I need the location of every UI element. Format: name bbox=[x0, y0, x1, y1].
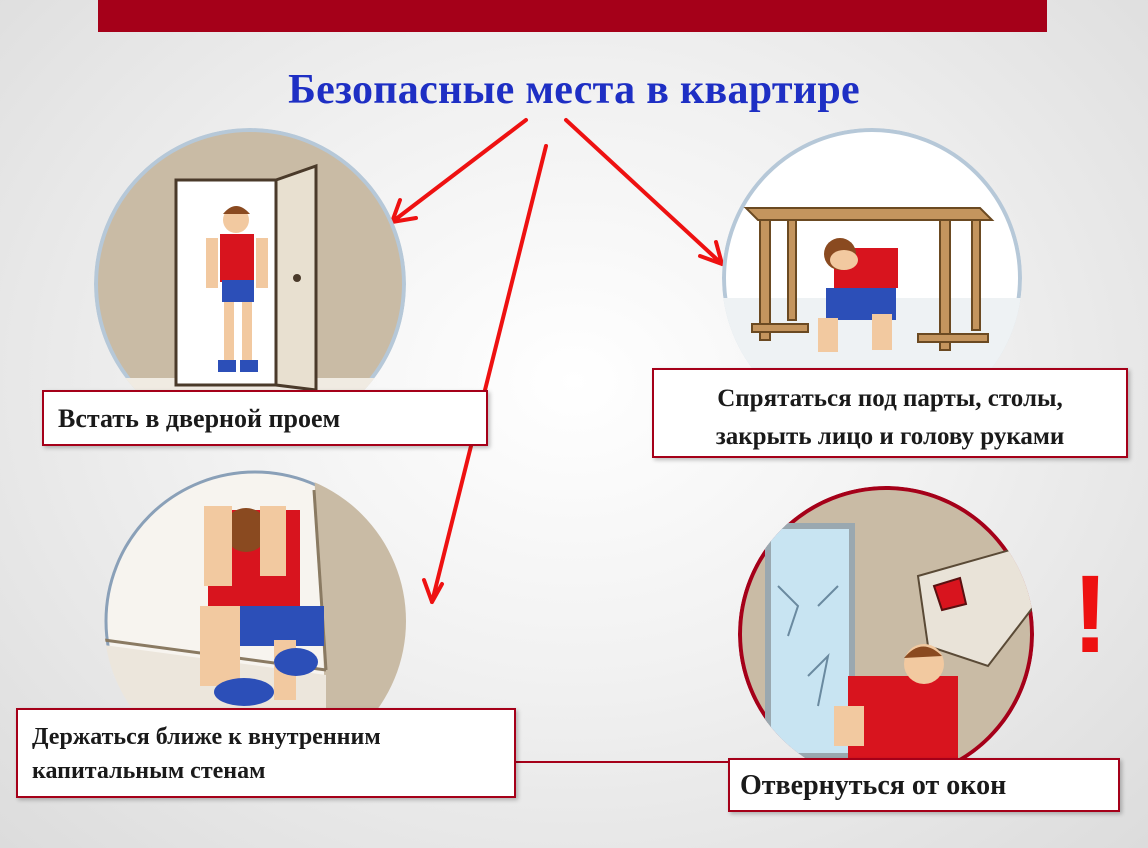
arrow-to-doorway bbox=[390, 118, 528, 224]
window-illustration bbox=[738, 486, 1034, 782]
exclamation-mark: ! bbox=[1072, 553, 1109, 676]
label-walls: Держаться ближе к внутренним капитальным… bbox=[16, 708, 516, 798]
page-title: Безопасные места в квартире bbox=[288, 67, 860, 113]
label-table: Спрятаться под парты, столы, закрыть лиц… bbox=[652, 368, 1128, 458]
arrow-to-walls bbox=[422, 144, 548, 604]
label-doorway: Встать в дверной проем bbox=[42, 390, 488, 446]
label-windows: Отвернуться от окон bbox=[728, 758, 1120, 812]
arrow-to-table bbox=[564, 118, 724, 266]
top-accent-bar bbox=[98, 0, 1047, 32]
